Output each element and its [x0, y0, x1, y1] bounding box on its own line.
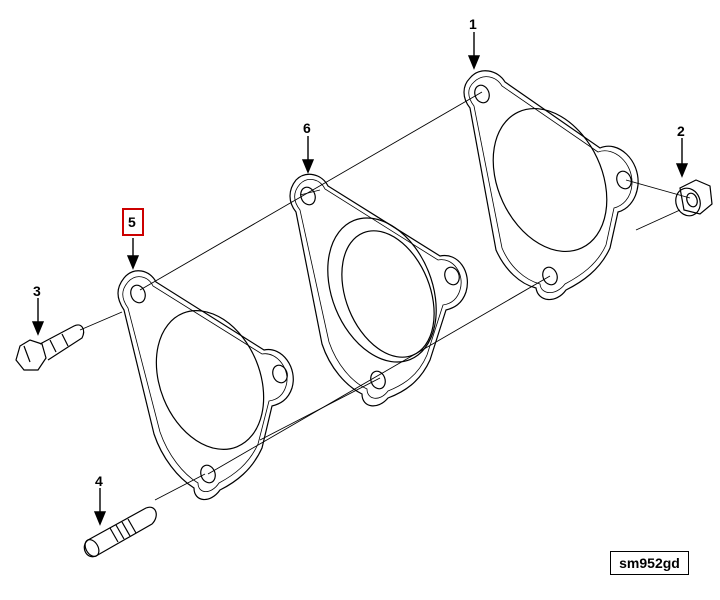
callout-label-6: 6	[303, 120, 311, 136]
callout-label-5: 5	[128, 214, 136, 230]
callout-label-4: 4	[95, 473, 103, 489]
nut-part-2	[675, 179, 713, 217]
bolt-part-3	[15, 324, 85, 371]
drawing-code-label: sm952gd	[610, 551, 689, 575]
gasket-part-1	[463, 70, 639, 301]
gasket-part-5	[117, 270, 294, 501]
callout-5-highlight-box	[122, 208, 144, 236]
stud-part-4	[83, 506, 157, 558]
callout-label-2: 2	[677, 123, 685, 139]
callout-label-3: 3	[33, 283, 41, 299]
gasket-part-6	[289, 173, 468, 407]
assembly-centerlines	[79, 91, 691, 501]
callout-leaders	[31, 32, 689, 526]
callout-label-1: 1	[469, 16, 477, 32]
